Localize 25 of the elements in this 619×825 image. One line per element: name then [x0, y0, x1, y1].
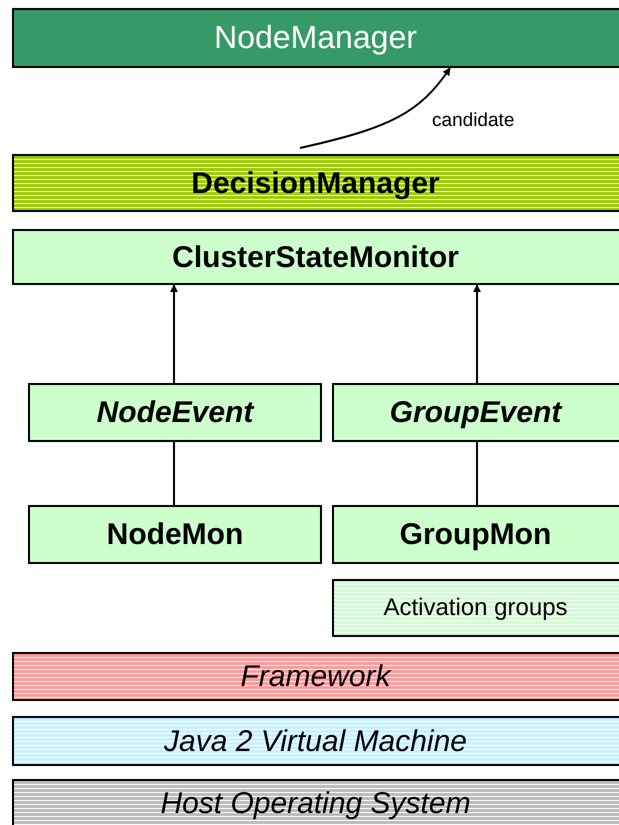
box-label: NodeManager — [214, 20, 417, 56]
connector-line — [476, 442, 478, 505]
box-label: GroupEvent — [390, 396, 562, 429]
layer-box — [12, 779, 619, 825]
arrow — [473, 284, 481, 383]
component-box — [332, 383, 619, 442]
component-box — [332, 505, 619, 564]
box-label: Java 2 Virtual Machine — [164, 724, 467, 758]
component-box — [28, 383, 322, 442]
layer-box — [12, 716, 619, 766]
box-label: ClusterStateMonitor — [172, 240, 459, 274]
header-bar — [12, 8, 619, 68]
layer-box — [12, 652, 619, 701]
component-box — [332, 579, 619, 637]
connector-line — [173, 442, 175, 505]
box-label: Framework — [240, 660, 390, 693]
arrow — [170, 284, 178, 383]
layer-box — [12, 229, 619, 285]
box-label: NodeEvent — [96, 396, 254, 429]
component-box — [28, 505, 322, 564]
box-label: NodeMon — [106, 518, 244, 551]
arrow — [300, 67, 451, 149]
box-label: GroupMon — [400, 518, 552, 551]
box-label: Host Operating System — [160, 787, 471, 820]
box-label: Activation groups — [383, 594, 568, 622]
